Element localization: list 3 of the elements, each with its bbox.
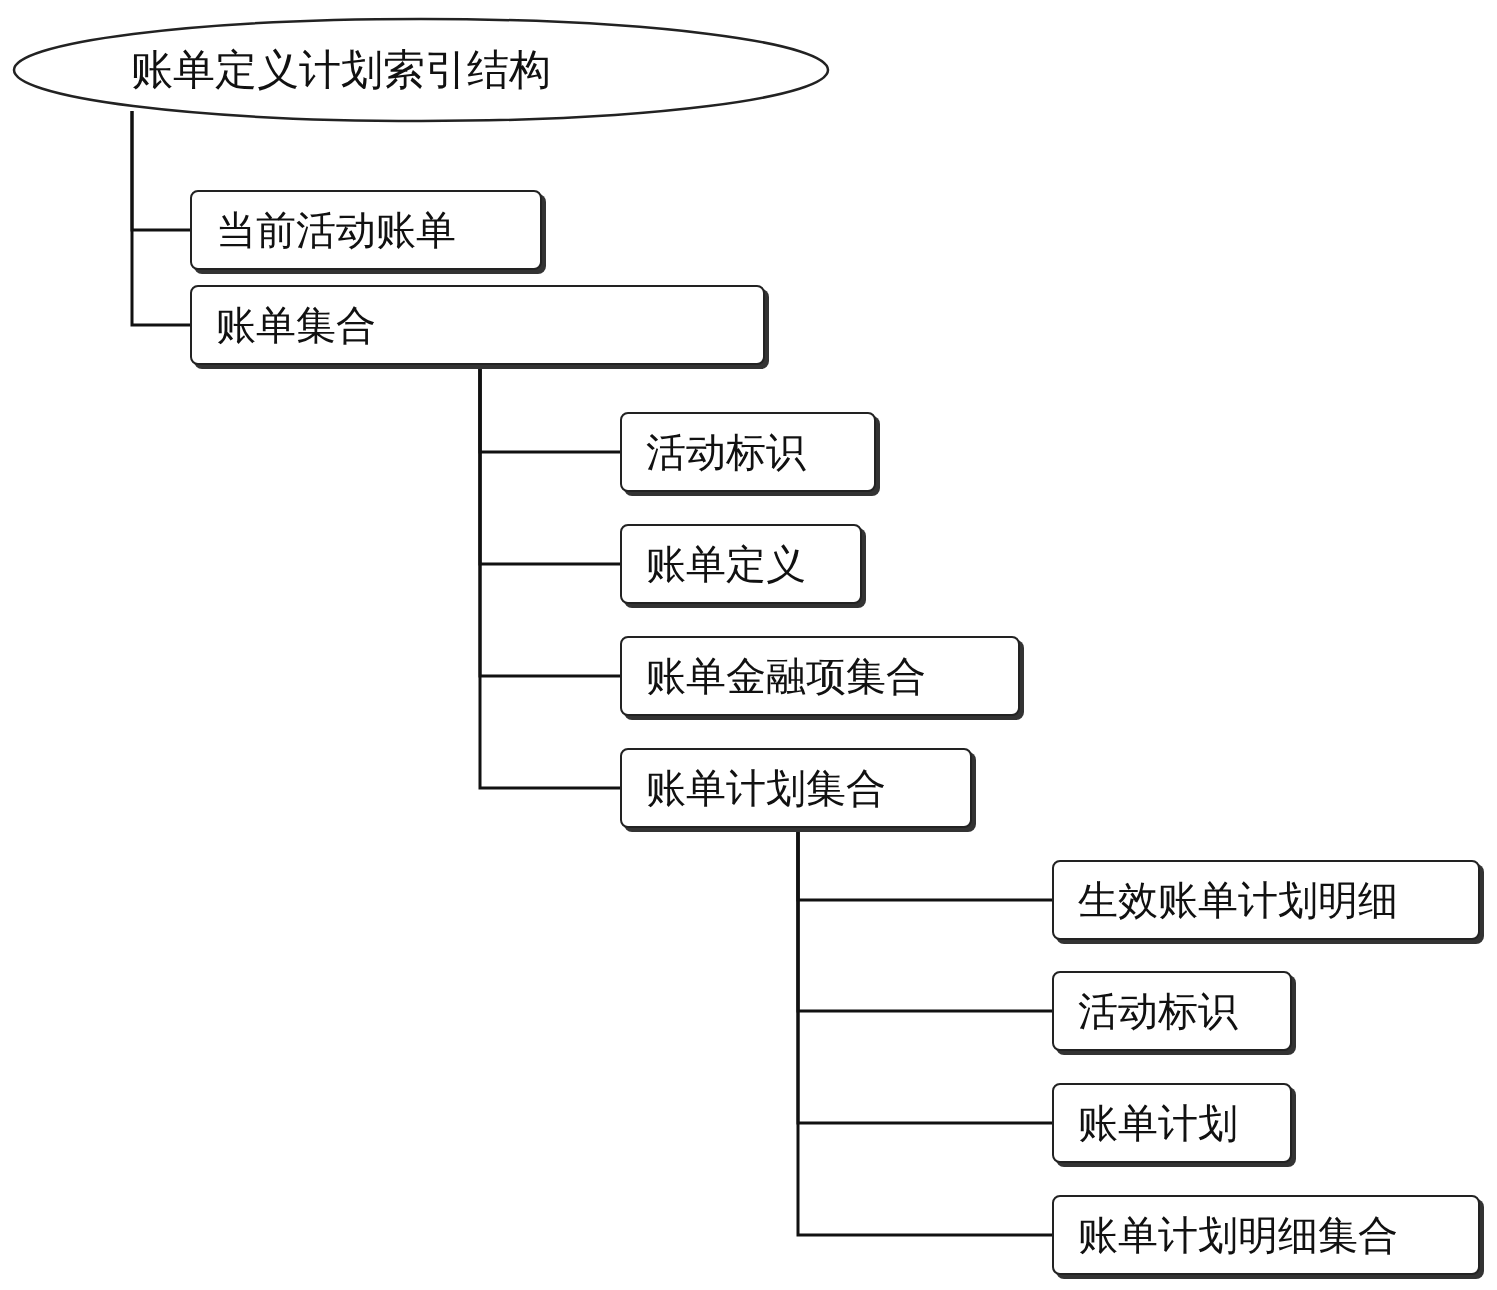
title-ellipse: [12, 15, 830, 125]
title-text: 账单定义计划索引结构: [131, 44, 552, 96]
connector-line: [130, 111, 190, 327]
